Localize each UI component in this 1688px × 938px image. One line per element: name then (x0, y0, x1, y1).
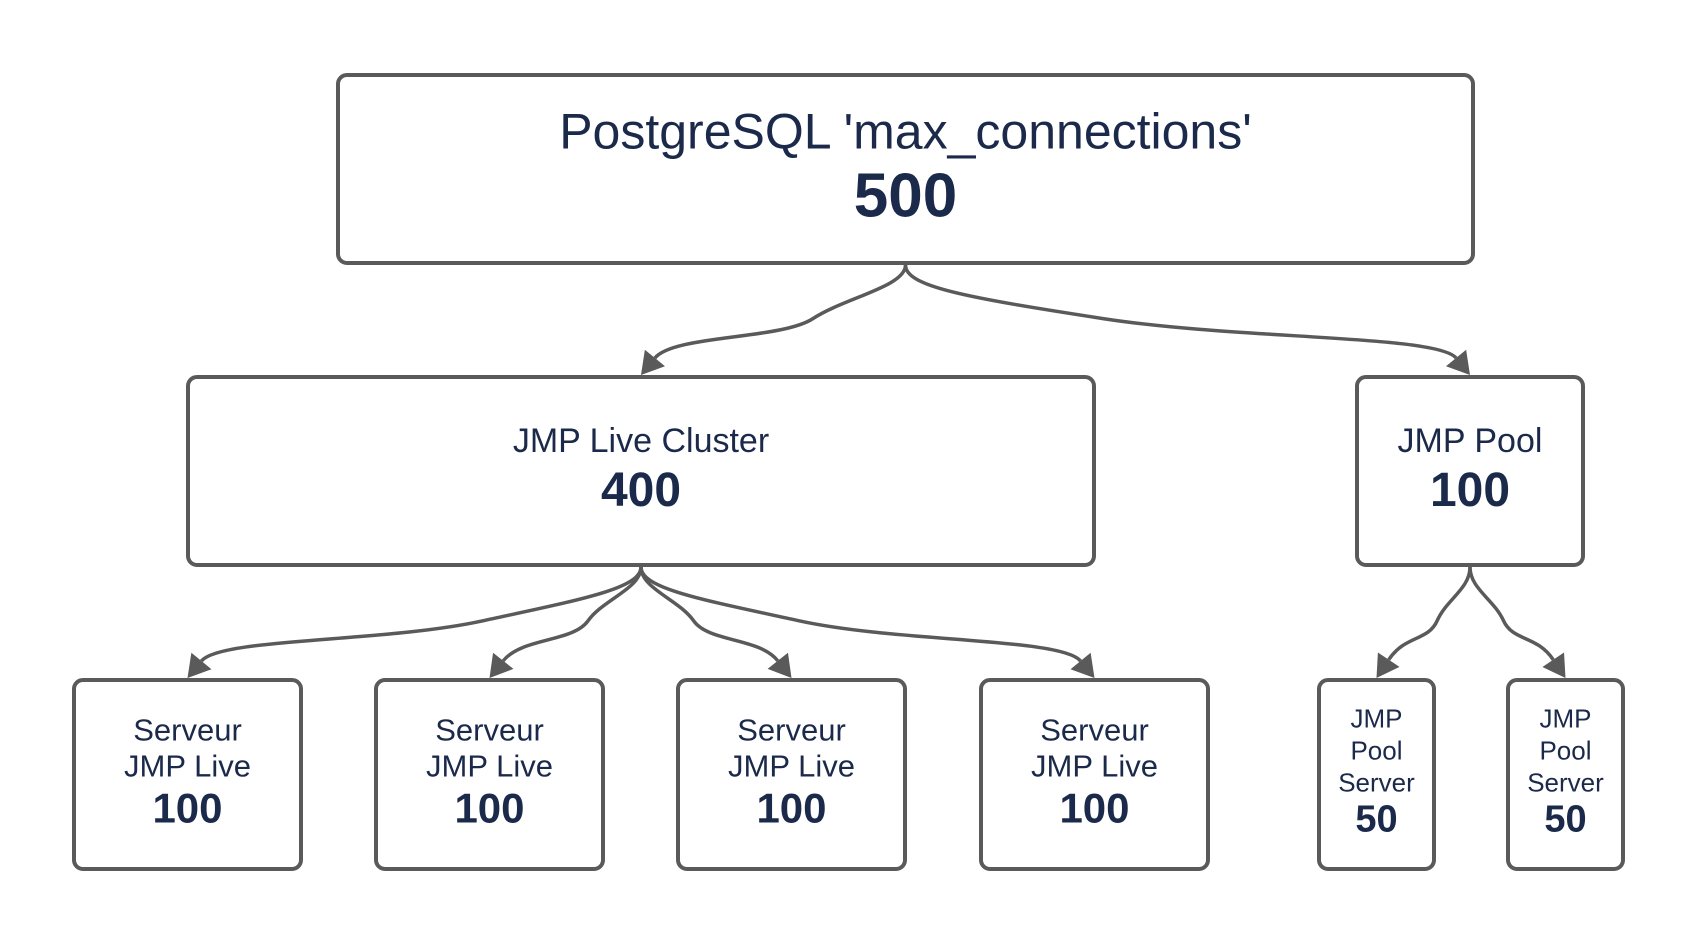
node-label-srv2: JMP Live (426, 748, 553, 783)
node-value-srv2: 100 (454, 784, 524, 831)
node-label-srv4: JMP Live (1031, 748, 1158, 783)
node-label-pool2: JMP (1540, 704, 1592, 734)
edges-layer (187, 264, 1566, 678)
node-value-pool1: 50 (1355, 799, 1397, 841)
node-value-srv1: 100 (152, 784, 222, 831)
edge-live-srv4 (639, 566, 1082, 663)
node-value-srv4: 100 (1059, 784, 1129, 831)
node-value-pool: 100 (1430, 464, 1510, 517)
node-box-pool (1355, 375, 1585, 567)
node-root: PostgreSQL 'max_connections'500 (336, 73, 1475, 265)
edge-live-srv1 (200, 566, 643, 663)
node-label-srv1: JMP Live (124, 748, 251, 783)
edge-root-pool (903, 264, 1458, 360)
node-label-srv3: JMP Live (728, 748, 855, 783)
node-box-live (186, 375, 1096, 567)
arrowhead-live-srv2 (489, 652, 514, 678)
arrowhead-pool-pool1 (1376, 652, 1400, 678)
edge-live-srv2 (501, 566, 643, 662)
node-box-srv3 (676, 678, 907, 871)
node-label-pool2: Server (1527, 768, 1604, 798)
edge-live-srv3 (639, 566, 780, 662)
node-box-root (336, 73, 1475, 265)
edge-pool-pool2 (1468, 566, 1555, 661)
node-label-srv3: Serveur (737, 712, 846, 747)
node-label-srv4: Serveur (1040, 712, 1149, 747)
arrowhead-live-srv3 (767, 652, 792, 678)
node-value-root: 500 (854, 162, 957, 231)
node-label-root: PostgreSQL 'max_connections' (559, 104, 1252, 160)
node-label-pool2: Pool (1539, 736, 1591, 766)
node-value-live: 400 (601, 464, 681, 517)
node-live: JMP Live Cluster 400 (186, 375, 1096, 567)
node-box-srv2 (374, 678, 605, 871)
arrowhead-pool-pool2 (1542, 652, 1566, 678)
node-label-pool1: Server (1338, 768, 1415, 798)
arrowhead-root-live (641, 349, 665, 375)
node-box-srv1 (72, 678, 303, 871)
node-box-pool1 (1317, 678, 1436, 871)
node-label-pool: JMP Pool (1398, 422, 1543, 460)
node-box-srv4 (979, 678, 1210, 871)
arrowhead-live-srv1 (187, 652, 212, 678)
node-value-pool2: 50 (1544, 799, 1586, 841)
node-label-live: JMP Live Cluster (513, 422, 769, 460)
node-label-pool1: JMP (1351, 704, 1403, 734)
node-box-pool2 (1506, 678, 1625, 871)
node-value-srv3: 100 (756, 784, 826, 831)
edge-root-live (653, 264, 908, 360)
arrowhead-live-srv4 (1070, 652, 1095, 678)
node-label-srv2: Serveur (435, 712, 544, 747)
node-pool: JMP Pool 100 (1355, 375, 1585, 567)
node-label-srv1: Serveur (133, 712, 242, 747)
edge-pool-pool1 (1387, 566, 1472, 661)
arrowhead-root-pool (1446, 349, 1470, 375)
node-label-pool1: Pool (1350, 736, 1402, 766)
